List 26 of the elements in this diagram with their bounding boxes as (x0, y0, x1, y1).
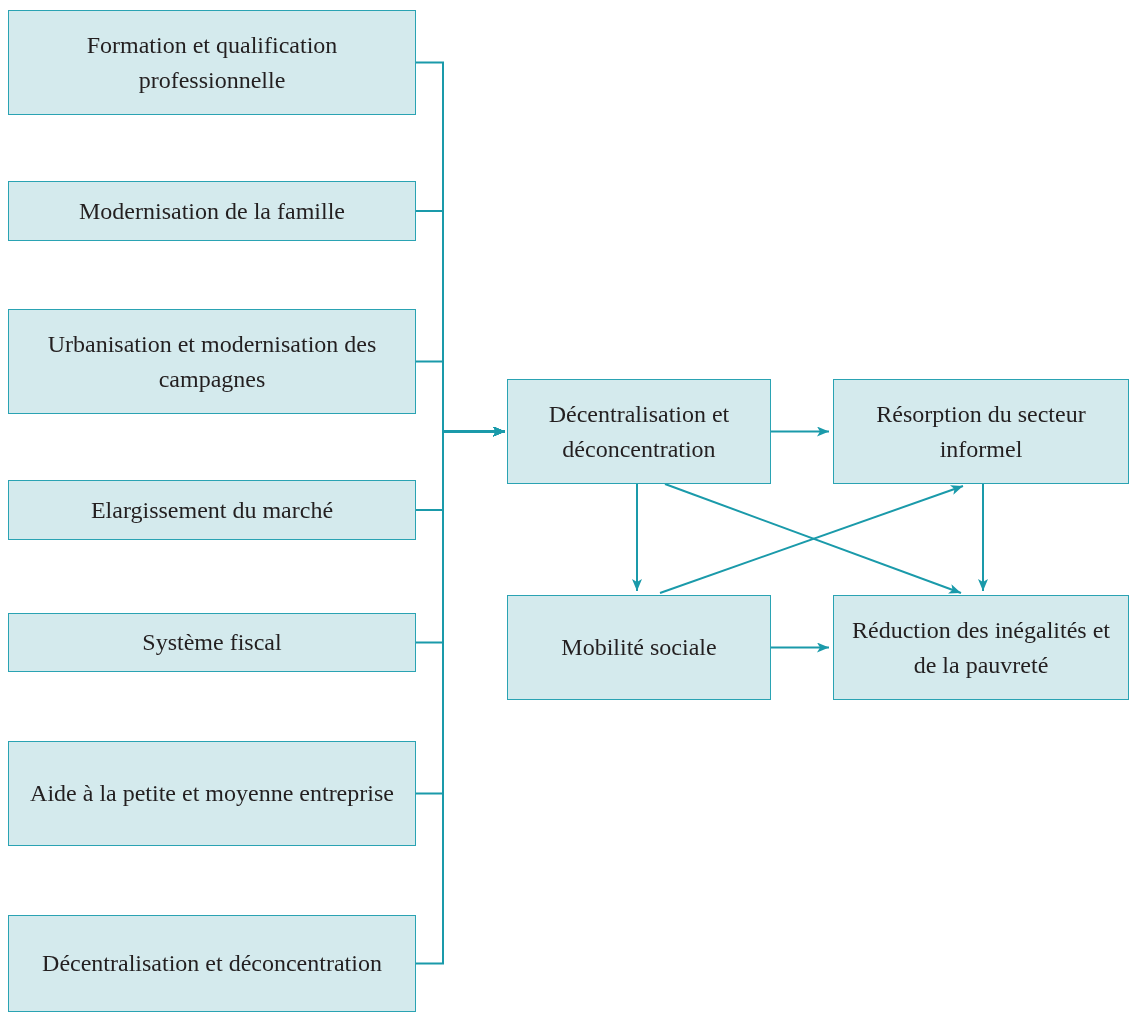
box-label: Elargissement du marché (89, 495, 335, 525)
process-box (8, 915, 416, 1012)
process-box (507, 379, 771, 484)
process-box (833, 379, 1129, 484)
box-label: Modernisation de la famille (78, 196, 346, 226)
process-box (8, 181, 416, 241)
process-box (8, 309, 416, 414)
box-label: Système fiscal (141, 628, 283, 657)
box-label: Décentralisation et déconcentration (547, 399, 731, 464)
box-label: Résorption du secteur informel (875, 399, 1087, 464)
process-box (8, 613, 416, 672)
process-box (507, 595, 771, 700)
arrow (978, 483, 988, 592)
box-label: Décentralisation et déconcentration (41, 949, 383, 978)
box-label: Réduction des inégalités et de la pauvreté (851, 615, 1111, 680)
box-label: Mobilité sociale (560, 633, 718, 662)
box-label: Urbanisation et modernisation des campagnes (46, 329, 378, 394)
arrow (770, 426, 830, 437)
box-label: Formation et qualification professionnelle (85, 30, 339, 95)
process-box (833, 595, 1129, 700)
process-box (8, 10, 416, 115)
box-label: Aide à la petite et moyenne entreprise (29, 779, 395, 808)
arrow (632, 483, 642, 592)
process-box (8, 741, 416, 846)
process-box (8, 480, 416, 540)
arrow (770, 642, 830, 653)
